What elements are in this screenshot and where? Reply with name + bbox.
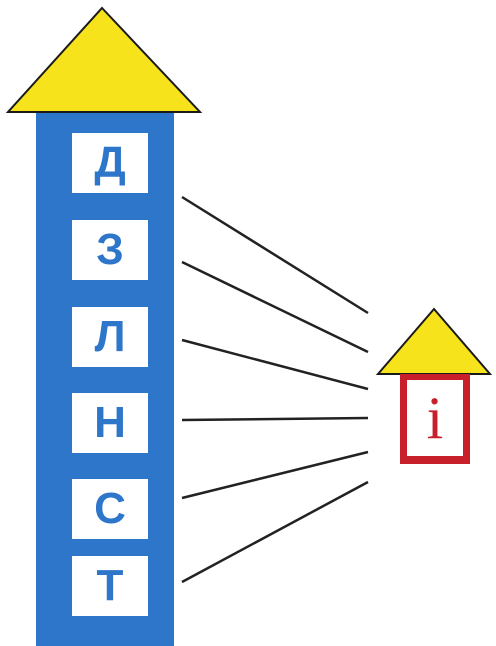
connector-line-2 xyxy=(182,262,368,352)
letter-window-5 xyxy=(72,479,148,539)
small-house-window xyxy=(407,380,463,456)
small-house-roof xyxy=(378,309,490,374)
letter-window-6 xyxy=(72,556,148,616)
letter-window-3 xyxy=(72,307,148,367)
letter-window-1 xyxy=(72,133,148,193)
letter-window-2 xyxy=(72,220,148,280)
connector-line-1 xyxy=(182,197,368,313)
connector-line-4 xyxy=(182,418,368,420)
letter-window-4 xyxy=(72,393,148,453)
connector-line-3 xyxy=(182,340,368,389)
connector-line-5 xyxy=(182,452,368,498)
connector-line-6 xyxy=(182,482,368,582)
tower-roof xyxy=(8,8,200,112)
